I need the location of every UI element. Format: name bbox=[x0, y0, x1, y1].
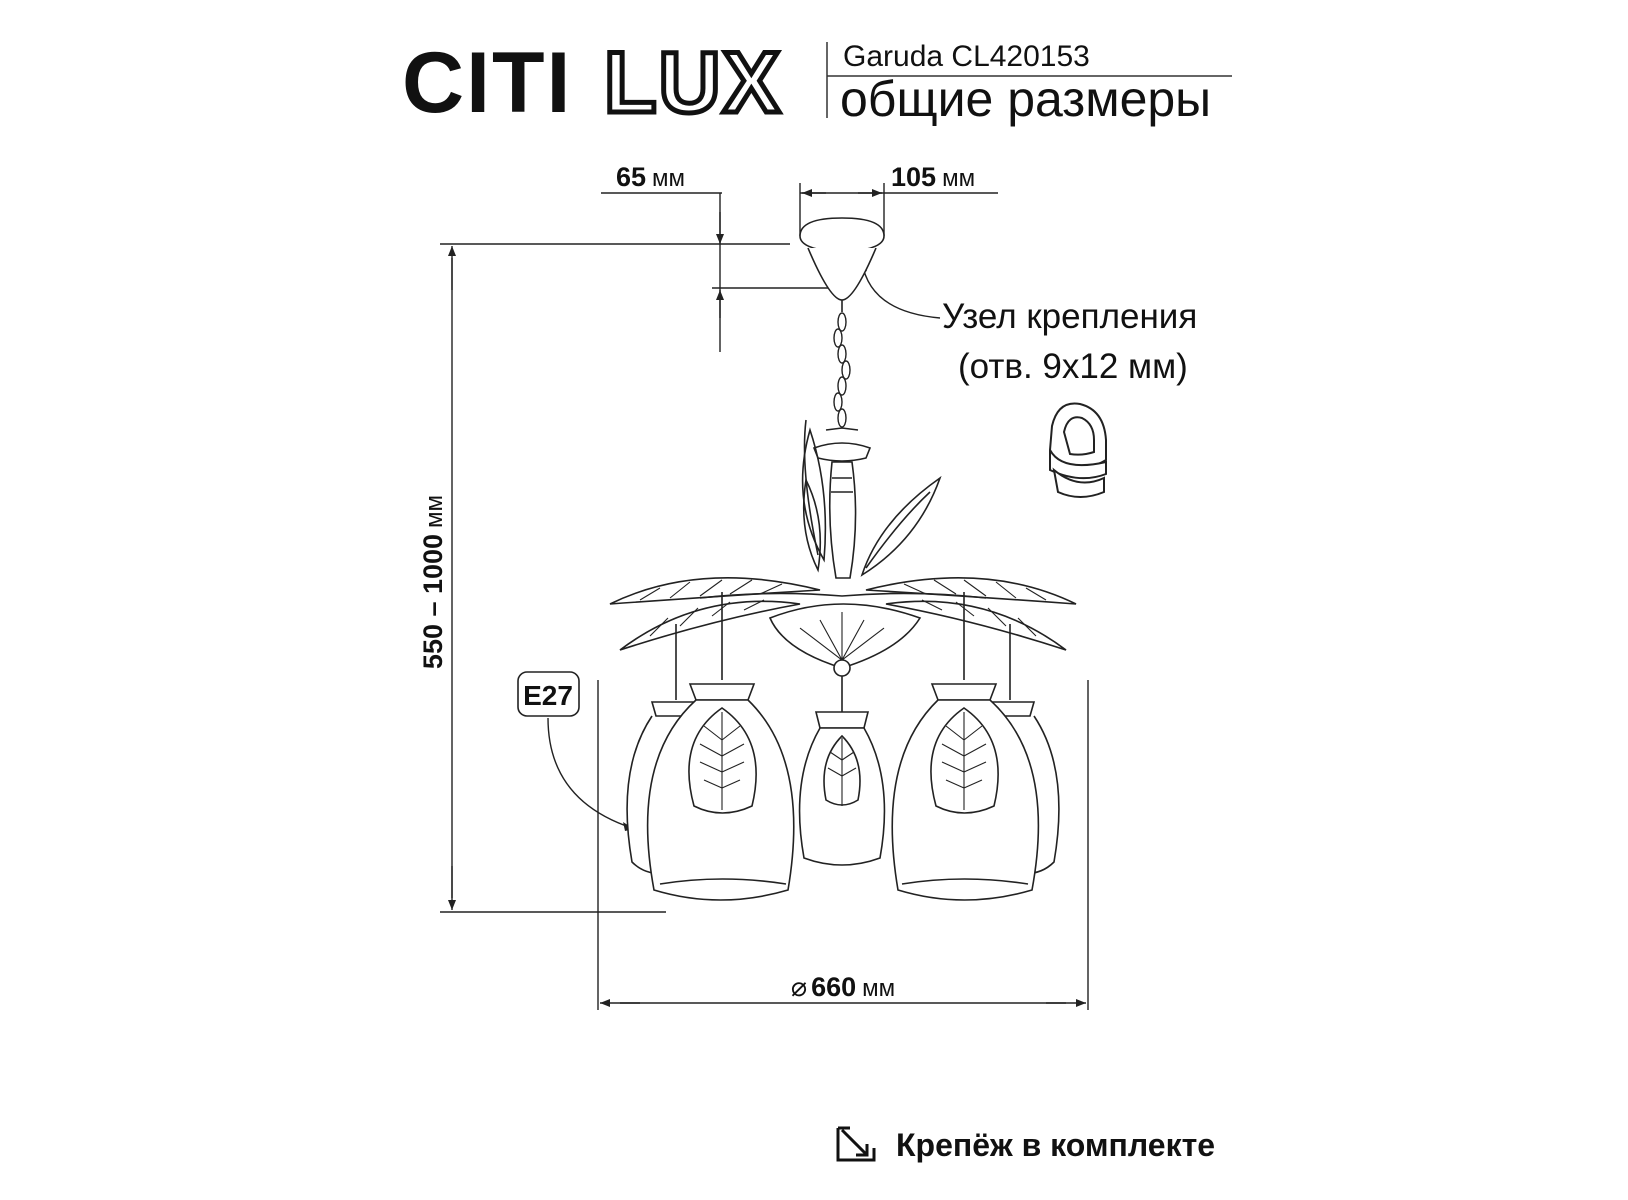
chain bbox=[833, 312, 851, 428]
arrow-in-box-icon bbox=[836, 1126, 876, 1162]
mounting-bracket-illustration bbox=[1048, 402, 1107, 498]
height-range-value: 550 – 1000 bbox=[418, 534, 448, 669]
diameter-unit: мм bbox=[862, 975, 895, 1002]
diameter-value: 660 bbox=[811, 972, 856, 1002]
footer-note: Крепёж в комплекте bbox=[836, 1126, 1215, 1163]
logo-text-bold: CITI bbox=[402, 35, 572, 131]
footer-text: Крепёж в комплекте bbox=[896, 1127, 1215, 1163]
callout-socket: E27 bbox=[517, 671, 634, 831]
brand-logo: CITI LUX bbox=[402, 33, 783, 134]
canopy-height-unit: мм bbox=[652, 165, 685, 192]
model-name: Garuda CL420153 bbox=[843, 40, 1090, 73]
canopy-diameter-unit: мм bbox=[942, 165, 975, 192]
canopy-height-value: 65 bbox=[616, 162, 646, 192]
logo-text-outline: LUX bbox=[604, 35, 782, 131]
svg-text:550 – 1000мм: 550 – 1000 мм bbox=[418, 495, 448, 669]
chandelier-drawing bbox=[609, 217, 1077, 901]
dimension-height: 550 – 1000 мм bbox=[418, 243, 790, 913]
canopy-diameter-value: 105 bbox=[891, 162, 936, 192]
height-range-unit: мм bbox=[421, 495, 448, 528]
mount-label-line2: (отв. 9x12 мм) bbox=[958, 347, 1188, 386]
callout-mount: Узел крепления (отв. 9x12 мм) bbox=[858, 261, 1197, 386]
diameter-symbol: ⌀ bbox=[791, 972, 807, 1002]
mount-label-line1: Узел крепления bbox=[942, 297, 1197, 336]
socket-label: E27 bbox=[523, 680, 573, 711]
page-subtitle: общие размеры bbox=[840, 71, 1211, 127]
